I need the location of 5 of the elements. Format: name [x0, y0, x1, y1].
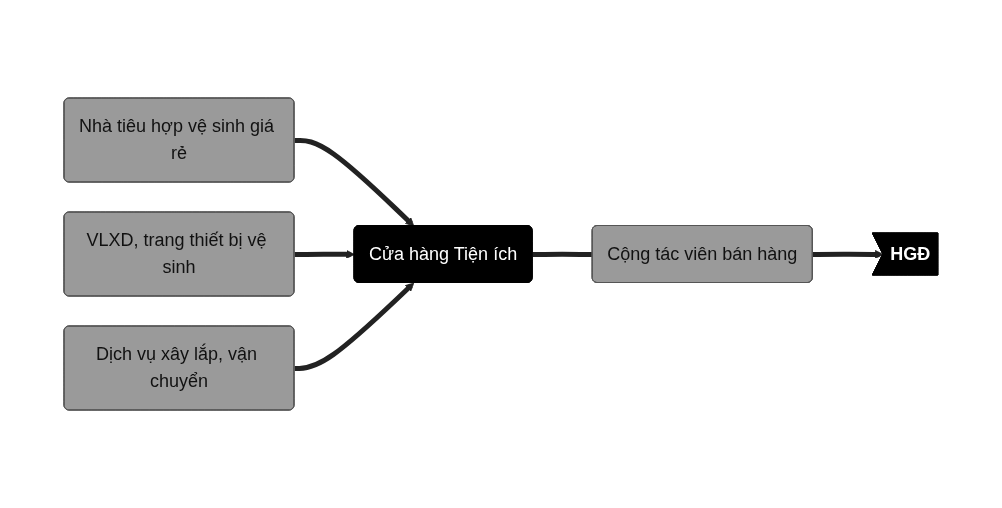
arrow — [294, 137, 415, 227]
arrow — [294, 282, 415, 371]
arrow — [294, 249, 355, 259]
arrow — [812, 250, 884, 259]
connector — [532, 251, 593, 257]
